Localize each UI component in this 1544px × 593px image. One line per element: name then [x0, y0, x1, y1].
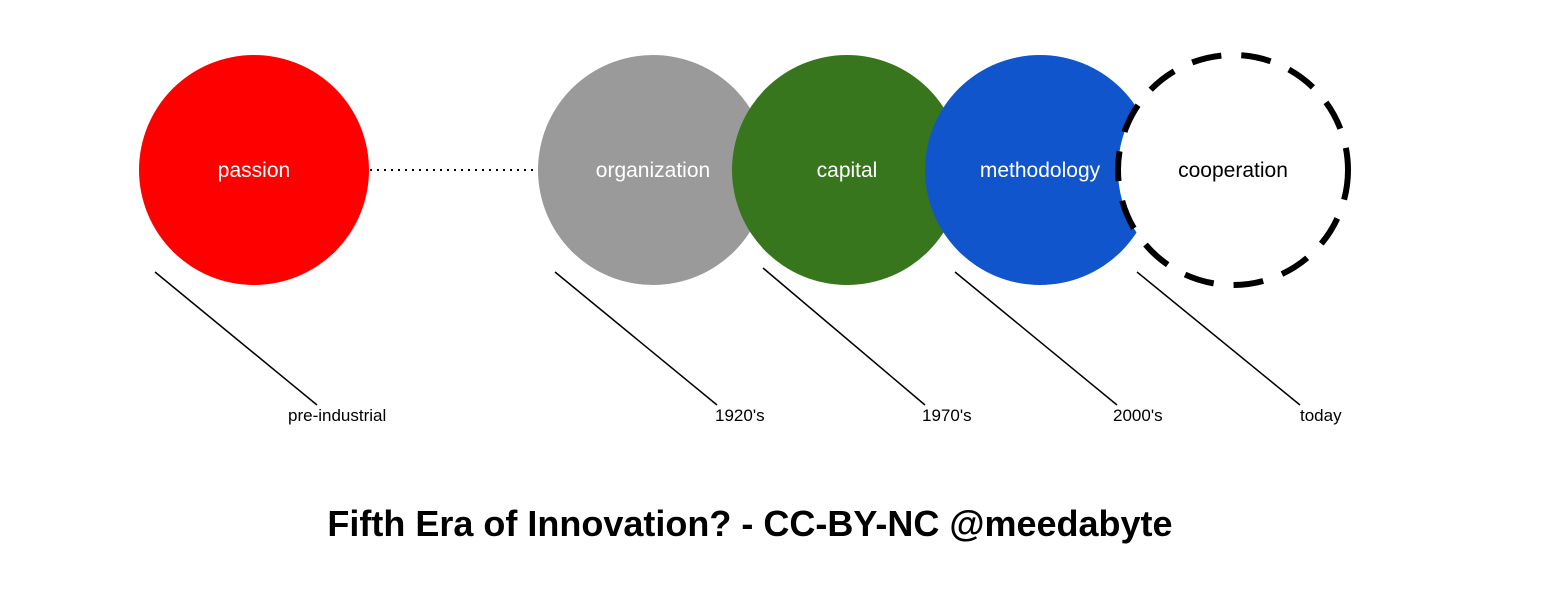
leader-line [954, 271, 1118, 406]
era-circle-passion [139, 55, 369, 285]
leader-line [154, 271, 318, 406]
era-circle-organization [538, 55, 768, 285]
era-circle-methodology [925, 55, 1155, 285]
diagram-title: Fifth Era of Innovation? - CC-BY-NC @mee… [327, 503, 1172, 544]
era-label-methodology: methodology [980, 159, 1101, 182]
date-label: 1970's [922, 406, 972, 425]
date-label: 2000's [1113, 406, 1163, 425]
era-circle-cooperation [1115, 52, 1351, 288]
date-label: 1920's [715, 406, 765, 425]
era-circle-capital [732, 55, 962, 285]
era-label-capital: capital [817, 159, 878, 182]
date-label: today [1300, 406, 1342, 425]
era-label-cooperation: cooperation [1178, 159, 1288, 182]
leader-line [1136, 271, 1301, 406]
era-label-organization: organization [596, 159, 710, 182]
era-label-passion: passion [218, 159, 290, 182]
leader-line [762, 267, 926, 406]
date-label: pre-industrial [288, 406, 386, 425]
leader-line [554, 271, 718, 406]
